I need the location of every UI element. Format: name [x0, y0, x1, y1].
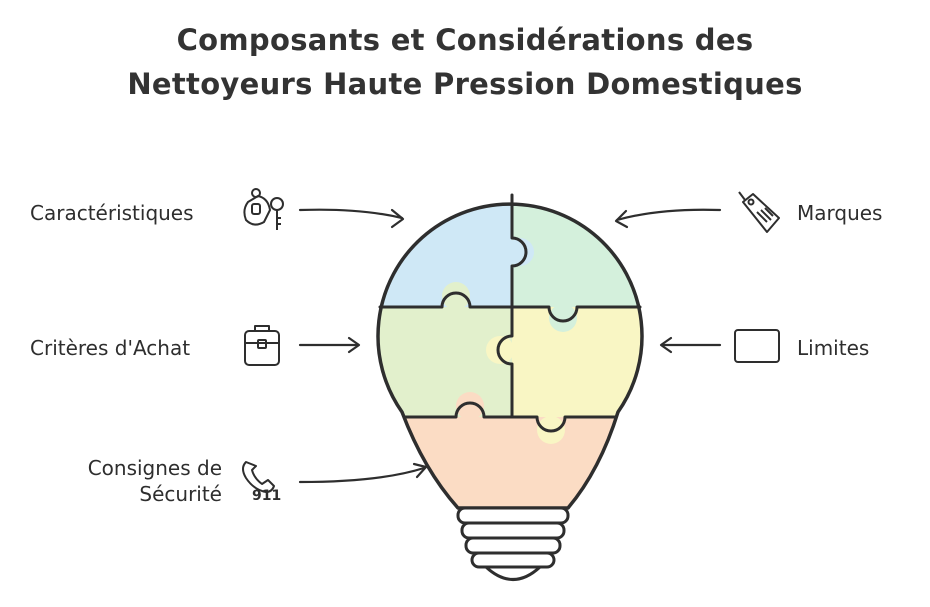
title-line-2: Nettoyeurs Haute Pression Domestiques: [127, 67, 803, 101]
base-tip: [482, 565, 544, 581]
emergency-call-icon: [242, 461, 275, 493]
puzzle-piece-green: [512, 204, 642, 307]
briefcase-icon: [244, 325, 280, 366]
title-line-1: Composants et Considérations des: [176, 23, 754, 57]
label-marques: Marques: [797, 201, 883, 225]
keys-icon: [243, 188, 284, 230]
diagram-title: Composants et Considérations des Nettoye…: [0, 18, 930, 106]
arrows: [298, 208, 722, 484]
bulb-outline: [376, 202, 644, 510]
label-caracteristiques: Caractéristiques: [30, 201, 194, 225]
base-ring-2: [460, 521, 566, 540]
label-limites: Limites: [797, 336, 870, 360]
arrow-marques: [614, 208, 722, 229]
label-criteres-achat: Critères d'Achat: [30, 336, 191, 360]
emergency-number-text: 911: [252, 488, 281, 504]
arrow-criteres-achat: [298, 336, 361, 354]
arrow-consignes-securite: [298, 462, 428, 484]
label-consignes-line-2: Sécurité: [139, 482, 222, 506]
base-ring-3: [464, 536, 562, 555]
puzzle-piece-light-green: [378, 307, 512, 417]
arrow-limites: [659, 336, 722, 354]
price-tag-icon: [738, 191, 780, 233]
bulb-base: [456, 506, 570, 581]
label-consignes-line-1: Consignes de: [87, 456, 222, 480]
puzzle-seams: [378, 193, 642, 433]
base-ring-4: [470, 551, 556, 569]
puzzle-piece-yellow: [512, 307, 642, 417]
base-ring-1: [456, 506, 570, 525]
arrow-caracteristiques: [298, 208, 405, 229]
label-consignes-securite: Consignes de Sécurité: [40, 455, 222, 507]
frame-icon: [734, 329, 780, 363]
puzzle-piece-blue: [378, 204, 512, 307]
